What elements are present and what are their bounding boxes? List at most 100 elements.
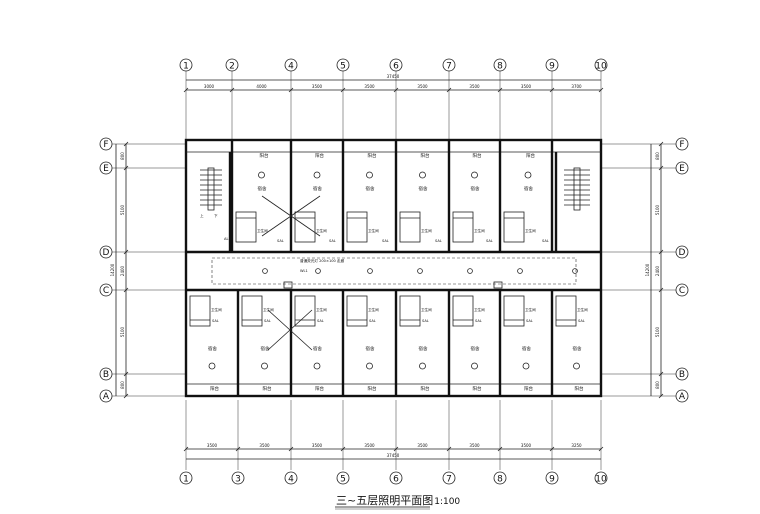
room-label-balcony: 阳台 bbox=[473, 152, 482, 159]
grid-bubble-top bbox=[545, 58, 559, 72]
room-label-balcony: 阳台 bbox=[210, 385, 219, 392]
grid-bubble-right bbox=[675, 161, 689, 175]
dim-tick-side bbox=[658, 371, 664, 377]
grid-label-top: 8 bbox=[497, 62, 503, 72]
ceiling-light bbox=[471, 171, 478, 179]
dim-tick-side bbox=[658, 141, 664, 147]
grid-bubble-bottom bbox=[179, 471, 193, 485]
grid-label-top: 4 bbox=[288, 62, 294, 72]
dim-tick-top bbox=[549, 87, 555, 93]
toilet-block bbox=[189, 295, 211, 327]
ceiling-light bbox=[573, 362, 580, 370]
switch-label: SAL bbox=[369, 319, 376, 323]
toilet-block bbox=[503, 211, 525, 243]
ceiling-light bbox=[261, 362, 268, 370]
grid-label-bottom: 6 bbox=[393, 475, 399, 485]
grid-label-left: B bbox=[103, 370, 109, 380]
grid-label-top: 5 bbox=[340, 62, 346, 72]
dim-tick-side bbox=[658, 249, 664, 255]
switch-label: SAL bbox=[264, 319, 271, 323]
grid-bubble-top bbox=[389, 58, 403, 72]
room-label-toilet: 卫生间 bbox=[368, 307, 379, 312]
grid-bubble-left bbox=[99, 389, 113, 403]
ceiling-light bbox=[366, 171, 373, 179]
dim-tick-side bbox=[658, 393, 664, 399]
dim-tick-side bbox=[123, 287, 129, 293]
grid-bubble-top bbox=[594, 58, 608, 72]
dim-top-value: 3500 bbox=[312, 84, 323, 89]
room-label-toilet: 卫生间 bbox=[525, 228, 536, 233]
switch-label: SAL bbox=[542, 239, 549, 243]
dim-top-value: 3000 bbox=[204, 84, 215, 89]
grid-label-bottom: 1 bbox=[183, 475, 189, 485]
grid-bubble-left bbox=[99, 283, 113, 297]
corridor-light bbox=[517, 268, 523, 274]
dim-tick-side bbox=[123, 141, 129, 147]
dim-tick-side bbox=[123, 165, 129, 171]
drawing-title: 三~五层照明平面图1:100 bbox=[336, 494, 460, 507]
dim-side-value: 2400 bbox=[655, 265, 660, 276]
grid-bubble-top bbox=[493, 58, 507, 72]
dim-top-value: 3500 bbox=[364, 84, 375, 89]
dim-side-value: 5100 bbox=[655, 204, 660, 215]
ceiling-light bbox=[419, 171, 426, 179]
room-label-balcony: 阳台 bbox=[315, 385, 324, 392]
switch-label: SAL bbox=[486, 239, 493, 243]
ceiling-light bbox=[258, 171, 265, 179]
switch-label: SAL bbox=[277, 239, 284, 243]
switch-label: SAL bbox=[317, 319, 324, 323]
room-label-dorm: 宿舍 bbox=[313, 345, 322, 352]
room-label-dorm: 宿舍 bbox=[366, 185, 375, 192]
toilet-block bbox=[294, 295, 316, 327]
dim-tick-side bbox=[658, 165, 664, 171]
grid-bubble-bottom bbox=[493, 471, 507, 485]
room-label-toilet: 卫生间 bbox=[474, 307, 485, 312]
room-label-toilet: 卫生间 bbox=[577, 307, 588, 312]
grid-bubble-right bbox=[675, 283, 689, 297]
grid-label-left: F bbox=[103, 140, 108, 150]
corridor-light bbox=[315, 268, 321, 274]
corridor-light bbox=[367, 268, 373, 274]
room-label-dorm: 宿舍 bbox=[419, 345, 428, 352]
corridor-light bbox=[262, 268, 268, 274]
room-label-toilet: 卫生间 bbox=[316, 228, 327, 233]
toilet-block bbox=[503, 295, 525, 327]
switch-label: SAL bbox=[578, 319, 585, 323]
dim-tick-bottom bbox=[235, 446, 241, 452]
ceiling-light bbox=[522, 362, 530, 370]
dim-top-value: 3500 bbox=[521, 84, 532, 89]
dim-bottom-value: 3500 bbox=[469, 443, 480, 448]
switch-label: SAL bbox=[382, 239, 389, 243]
grid-bubble-top bbox=[284, 58, 298, 72]
grid-label-right: F bbox=[679, 140, 684, 150]
grid-bubble-bottom bbox=[442, 471, 456, 485]
dim-tick-bottom bbox=[183, 446, 189, 452]
grid-bubble-left bbox=[99, 245, 113, 259]
wiring-run bbox=[261, 195, 321, 237]
grid-label-top: 10 bbox=[595, 62, 607, 72]
grid-label-right: A bbox=[679, 392, 686, 402]
ceiling-light bbox=[366, 362, 373, 370]
grid-label-right: D bbox=[679, 248, 686, 258]
dim-top-value: 3500 bbox=[469, 84, 480, 89]
room-label-toilet: 卫生间 bbox=[421, 307, 432, 312]
room-label-dorm: 宿舍 bbox=[419, 185, 428, 192]
exterior-wall bbox=[184, 138, 603, 398]
room-label-balcony: 阳台 bbox=[263, 385, 272, 392]
grid-label-left: C bbox=[103, 286, 109, 296]
dim-tick-top bbox=[446, 87, 452, 93]
dim-bottom-value: 3500 bbox=[417, 443, 428, 448]
toilet-block bbox=[555, 295, 577, 327]
dim-tick-bottom bbox=[497, 446, 503, 452]
corridor-light bbox=[417, 268, 423, 274]
room-label-dorm: 宿舍 bbox=[313, 185, 322, 192]
room-label-dorm: 宿舍 bbox=[573, 345, 582, 352]
dim-tick-top bbox=[598, 87, 604, 93]
stair-rail-east bbox=[573, 167, 581, 211]
grid-label-right: B bbox=[679, 370, 685, 380]
toilet-block bbox=[241, 295, 263, 327]
grid-label-left: E bbox=[103, 164, 109, 174]
dim-side-value: 800 bbox=[120, 152, 125, 160]
grid-bubble-bottom bbox=[284, 471, 298, 485]
grid-label-bottom: 10 bbox=[595, 475, 607, 485]
